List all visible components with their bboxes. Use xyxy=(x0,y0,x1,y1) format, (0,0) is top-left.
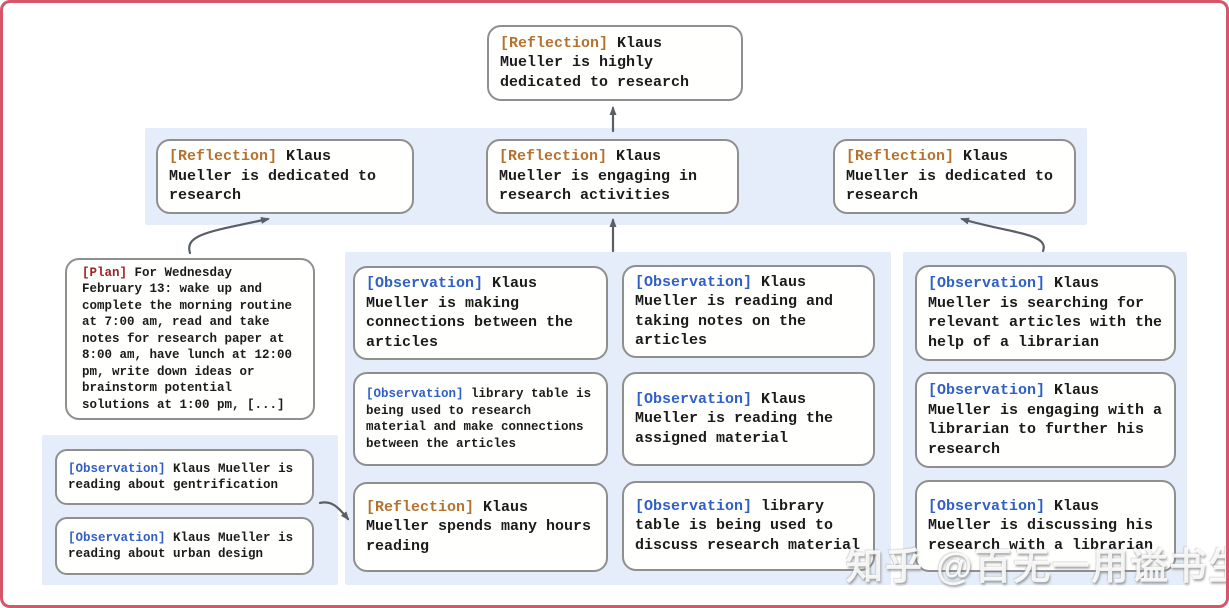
observation-tag: [Observation] xyxy=(928,497,1046,515)
node-text: Klaus Mueller is reading and taking note… xyxy=(635,273,834,350)
memory-node-obs-library-research: [Observation] library table is being use… xyxy=(353,372,608,466)
node-text: Klaus Mueller spends many hours reading xyxy=(366,498,592,555)
memory-node-obs-discussing-research: [Observation] Klaus Mueller is discussin… xyxy=(915,480,1176,572)
node-text: Klaus Mueller is searching for relevant … xyxy=(928,275,1163,351)
node-text: Klaus Mueller is dedicated to research xyxy=(846,148,1054,205)
node-text: Klaus Mueller is dedicated to research xyxy=(169,148,377,205)
observation-tag: [Observation] xyxy=(928,382,1046,399)
node-text: Klaus Mueller is making connections betw… xyxy=(366,275,574,351)
observation-tag: [Observation] xyxy=(68,530,166,545)
observation-tag: [Observation] xyxy=(635,273,753,291)
node-text: library table is being used to discuss r… xyxy=(635,497,861,554)
memory-node-obs-urban-design: [Observation] Klaus Mueller is reading a… xyxy=(55,517,314,575)
observation-tag: [Observation] xyxy=(68,461,166,476)
memory-node-obs-library-discuss: [Observation] library table is being use… xyxy=(622,481,875,571)
memory-node-obs-gentrification: [Observation] Klaus Mueller is reading a… xyxy=(55,449,314,505)
node-text: For Wednesday February 13: wake up and c… xyxy=(82,265,293,412)
memory-node-reflection-left: [Reflection] Klaus Mueller is dedicated … xyxy=(156,139,414,214)
memory-node-reflection-hours-reading: [Reflection] Klaus Mueller spends many h… xyxy=(353,482,608,572)
memory-node-obs-assigned-material: [Observation] Klaus Mueller is reading t… xyxy=(622,372,875,466)
node-text: library table is being used to research … xyxy=(366,387,592,451)
reflection-tag: [Reflection] xyxy=(169,148,278,166)
reflection-tag: [Reflection] xyxy=(499,148,608,166)
observation-tag: [Observation] xyxy=(635,497,753,515)
observation-tag: [Observation] xyxy=(366,275,484,292)
memory-node-obs-connections: [Observation] Klaus Mueller is making co… xyxy=(353,266,608,360)
reflection-tag: [Reflection] xyxy=(846,148,955,166)
plan-tag: [Plan] xyxy=(82,265,128,280)
memory-node-obs-taking-notes: [Observation] Klaus Mueller is reading a… xyxy=(622,265,875,358)
node-text: Klaus Mueller is discussing his research… xyxy=(928,497,1154,554)
observation-tag: [Observation] xyxy=(366,387,464,401)
node-text: Klaus Mueller is highly dedicated to res… xyxy=(500,34,690,91)
memory-node-reflection-right: [Reflection] Klaus Mueller is dedicated … xyxy=(833,139,1076,214)
memory-node-top-reflection: [Reflection] Klaus Mueller is highly ded… xyxy=(487,25,743,101)
memory-node-obs-engaging-librarian: [Observation] Klaus Mueller is engaging … xyxy=(915,372,1176,468)
memory-node-plan: [Plan] For Wednesday February 13: wake u… xyxy=(65,258,315,420)
reflection-tag: [Reflection] xyxy=(366,498,475,516)
reflection-tag: [Reflection] xyxy=(500,34,609,52)
node-text: Klaus Mueller is reading about urban des… xyxy=(68,530,294,562)
node-text: Klaus Mueller is reading the assigned ma… xyxy=(635,390,834,447)
observation-tag: [Observation] xyxy=(928,275,1046,292)
memory-node-obs-searching-articles: [Observation] Klaus Mueller is searching… xyxy=(915,265,1176,361)
zhihu-watermark: 知乎 @百无一用谥书生 xyxy=(846,546,1229,587)
node-text: Klaus Mueller is engaging in research ac… xyxy=(499,148,698,205)
node-text: Klaus Mueller is reading about gentrific… xyxy=(68,461,294,493)
memory-node-reflection-center: [Reflection] Klaus Mueller is engaging i… xyxy=(486,139,739,214)
observation-tag: [Observation] xyxy=(635,390,753,408)
node-text: Klaus Mueller is engaging with a librari… xyxy=(928,382,1163,458)
